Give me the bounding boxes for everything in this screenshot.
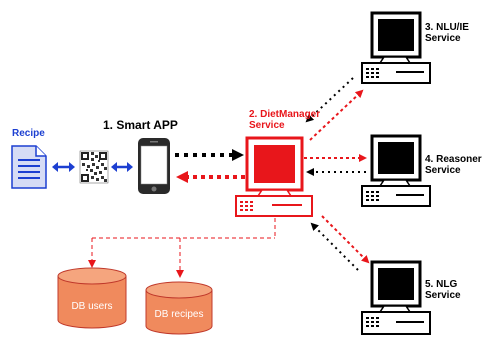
smart-app-label: 1. Smart APP (103, 118, 178, 132)
db-connection-lines (88, 218, 276, 278)
nlu-server-icon (361, 11, 431, 84)
recipe-qr-double-arrow-icon (52, 162, 75, 172)
nlg-label-line2: Service (425, 290, 461, 301)
nlg-to-dietmanager-arrow (310, 222, 359, 271)
db-recipes-label: DB recipes (154, 309, 204, 320)
db-recipes-cylinder-icon (145, 281, 213, 335)
smartphone-icon (138, 138, 170, 194)
db-users-cylinder-icon (57, 267, 127, 329)
qr-phone-double-arrow-icon (111, 162, 133, 172)
db-users-label: DB users (71, 301, 113, 312)
nlu-to-dietmanager-arrow (305, 77, 354, 123)
reasoner-label-line1: 4. Reasoner (425, 154, 482, 165)
qr-code-icon (79, 150, 109, 184)
dietmanager-label-line1: 2. DietManager (249, 109, 321, 120)
recipe-document-icon (11, 145, 47, 189)
nlu-label-line2: Service (425, 33, 461, 44)
dietmanager-label-line2: Service (249, 120, 285, 131)
dietmanager-to-nlg-arrow (321, 215, 370, 264)
nlg-label-line1: 5. NLG (425, 279, 458, 290)
reasoner-server-icon (361, 134, 431, 207)
recipe-label: Recipe (12, 128, 45, 139)
dietmanager-server-icon (235, 136, 313, 217)
reasoner-label-line2: Service (425, 165, 461, 176)
nlu-label-line1: 3. NLU/IE (425, 22, 469, 33)
nlg-server-icon (361, 260, 431, 335)
